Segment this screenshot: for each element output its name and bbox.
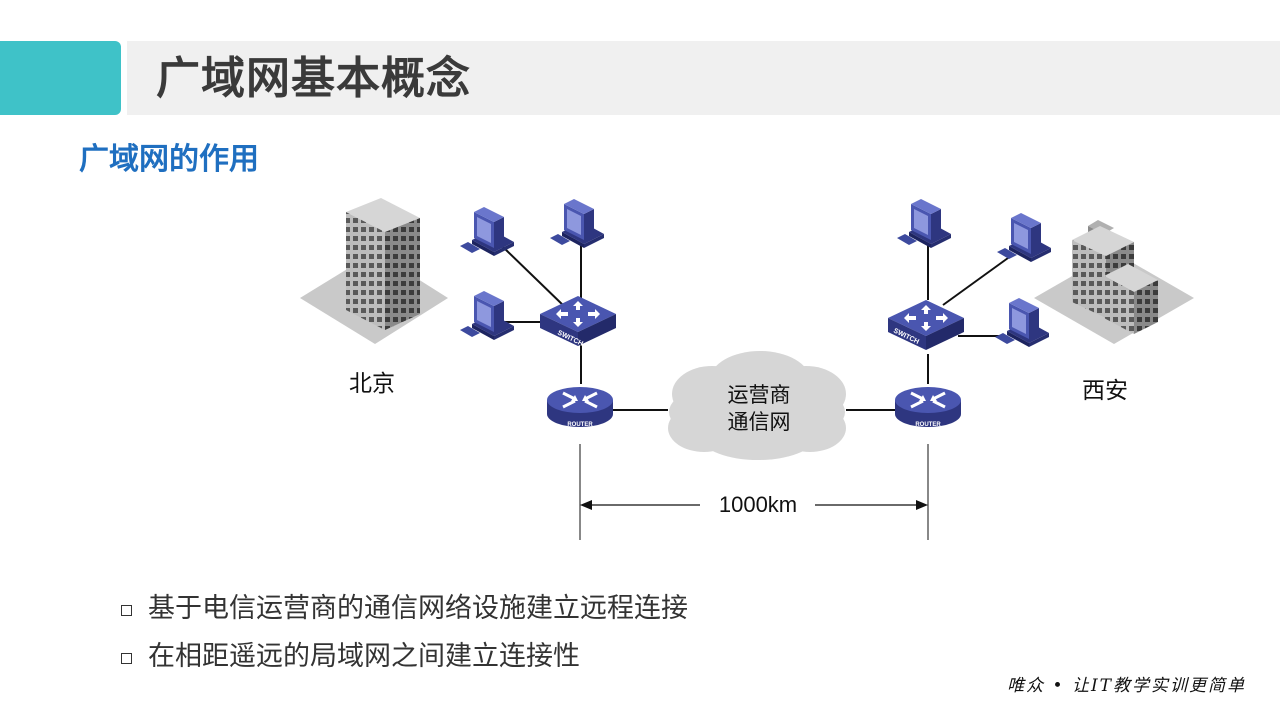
carrier-network-cloud xyxy=(668,351,846,460)
slide-title: 广域网基本概念 xyxy=(156,53,471,104)
bullet-text: 在相距遥远的局域网之间建立连接性 xyxy=(148,641,580,672)
router-xian-icon: ROUTER xyxy=(893,385,963,429)
building-beijing-icon xyxy=(300,198,448,344)
title-accent-tab xyxy=(0,41,121,115)
pc-xian-2-icon xyxy=(997,213,1051,262)
svg-text:ROUTER: ROUTER xyxy=(567,422,593,428)
cloud-label-line2: 通信网 xyxy=(728,410,791,434)
network-links xyxy=(502,243,1009,540)
pc-beijing-3-icon xyxy=(460,291,514,340)
pc-xian-3-icon xyxy=(995,298,1049,347)
router-beijing-icon: ROUTER xyxy=(545,385,615,429)
switch-xian-icon: SWITCH xyxy=(888,300,964,350)
switch-beijing-icon: SWITCH xyxy=(540,296,616,348)
distance-arrow xyxy=(580,500,928,510)
distance-label: 1000km xyxy=(719,492,797,517)
bullet-list: 基于电信运营商的通信网络设施建立远程连接 在相距遥远的局域网之间建立连接性 xyxy=(121,588,688,684)
pc-beijing-2-icon xyxy=(550,199,604,248)
pc-xian-1-icon xyxy=(897,199,951,248)
cloud-label-line1: 运营商 xyxy=(728,383,791,407)
title-bar xyxy=(127,41,1280,115)
site-label-xian: 西安 xyxy=(1082,378,1128,404)
section-subheading: 广域网的作用 xyxy=(79,142,259,177)
pc-beijing-1-icon xyxy=(460,207,514,256)
square-bullet-icon xyxy=(121,653,132,664)
bullet-item: 基于电信运营商的通信网络设施建立远程连接 xyxy=(121,588,688,636)
square-bullet-icon xyxy=(121,605,132,616)
site-label-beijing: 北京 xyxy=(349,371,395,397)
bullet-item: 在相距遥远的局域网之间建立连接性 xyxy=(121,636,688,684)
building-xian-icon xyxy=(1034,220,1194,344)
svg-text:ROUTER: ROUTER xyxy=(915,422,941,428)
footer-brand: 唯众 • 让IT教学实训更简单 xyxy=(1007,676,1246,696)
bullet-text: 基于电信运营商的通信网络设施建立远程连接 xyxy=(148,593,688,624)
